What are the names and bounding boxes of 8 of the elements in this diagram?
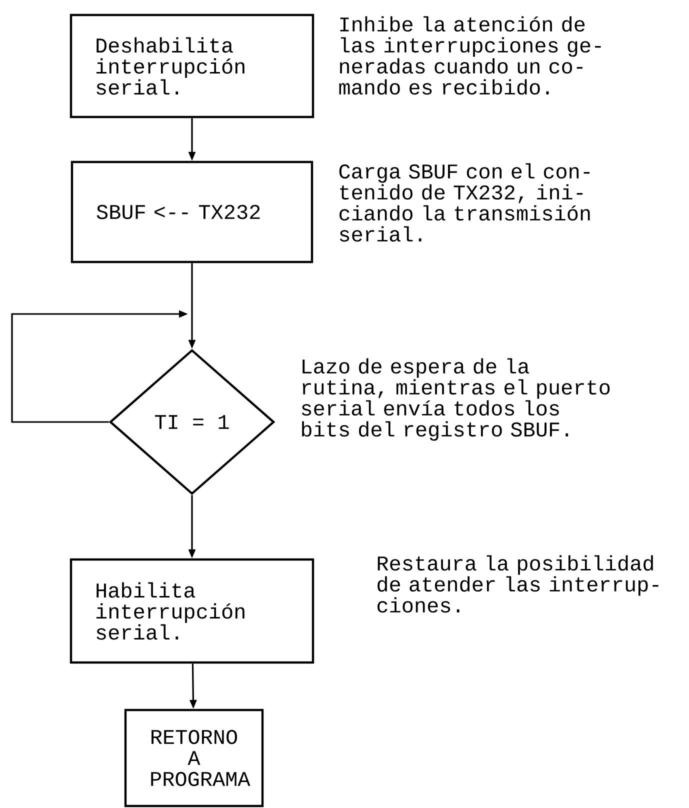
process-box: RETORNO A PROGRAMA	[124, 708, 264, 808]
annotation-text: Lazo de espera de la rutina, mientras el puerto serial envía todos los bits del registro SBUF.	[302, 358, 610, 441]
process-box: Deshabilita interrupción serial.	[70, 14, 314, 118]
process-box: Habilita interrupción serial.	[70, 558, 314, 664]
annotation-text: Carga SBUF con el con- tenido de TX232, ini- ciando la transmisión serial.	[339, 163, 590, 242]
process-box: SBUF <-- TX232	[70, 160, 314, 264]
annotation-text: Restaura la posibilidad de atender las interrup- ciones.	[378, 555, 658, 613]
annotation-text: Inhibe la atención de las interrupciones ge- neradas cuando un co- mando es recibido.	[339, 16, 601, 95]
